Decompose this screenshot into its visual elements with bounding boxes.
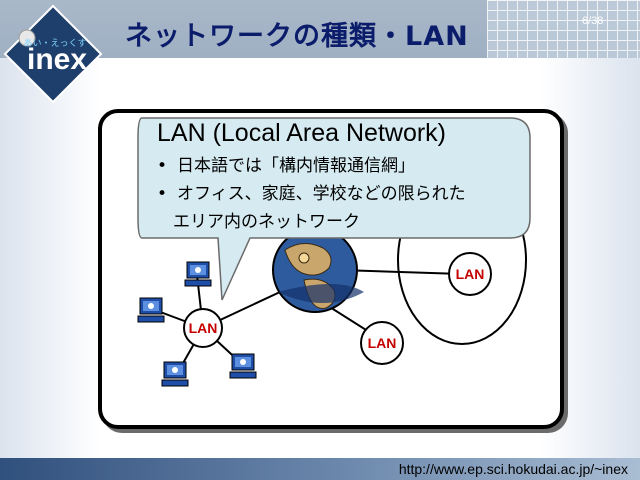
- computer-icon: [184, 261, 212, 287]
- bullet-text: 日本語では「構内情報通信網」: [177, 156, 415, 176]
- lan-label: LAN: [189, 320, 218, 336]
- callout-title: LAN (Local Area Network): [157, 119, 447, 147]
- page-number: 6/38: [582, 15, 604, 27]
- lan-node: LAN: [448, 252, 492, 296]
- header-grid-pattern: [487, 0, 640, 58]
- bullet-item: •日本語では「構内情報通信網」: [157, 156, 415, 176]
- callout-content: LAN (Local Area Network) •日本語では「構内情報通信網」…: [157, 118, 517, 236]
- lan-diagram: LAN LAN LAN: [137, 117, 531, 387]
- computer-icon: [229, 353, 257, 379]
- bullet-item: •オフィス、家庭、学校などの限られた: [157, 184, 466, 204]
- left-gradient-stripe: [0, 58, 100, 480]
- speech-bubble: [137, 117, 531, 301]
- footer-band: [0, 458, 640, 480]
- page-title: ネットワークの種類・LAN: [125, 21, 469, 52]
- computer-icon: [161, 361, 189, 387]
- footer-url[interactable]: http://www.ep.sci.hokudai.ac.jp/~inex: [398, 461, 628, 477]
- inex-logo: あい・えっくす inex: [3, 4, 103, 104]
- logo-text: inex: [27, 43, 87, 76]
- logo-tagline: あい・えっくす: [23, 38, 86, 49]
- computer-icon: [137, 297, 165, 323]
- lan-label: LAN: [456, 266, 485, 282]
- lan-label: LAN: [368, 335, 397, 351]
- lan-node: LAN: [360, 321, 404, 365]
- bullet-continuation: エリア内のネットワーク: [173, 212, 360, 232]
- lan-node: LAN: [183, 308, 223, 348]
- globe-icon: [272, 227, 364, 313]
- bullet-text: オフィス、家庭、学校などの限られた: [177, 184, 466, 204]
